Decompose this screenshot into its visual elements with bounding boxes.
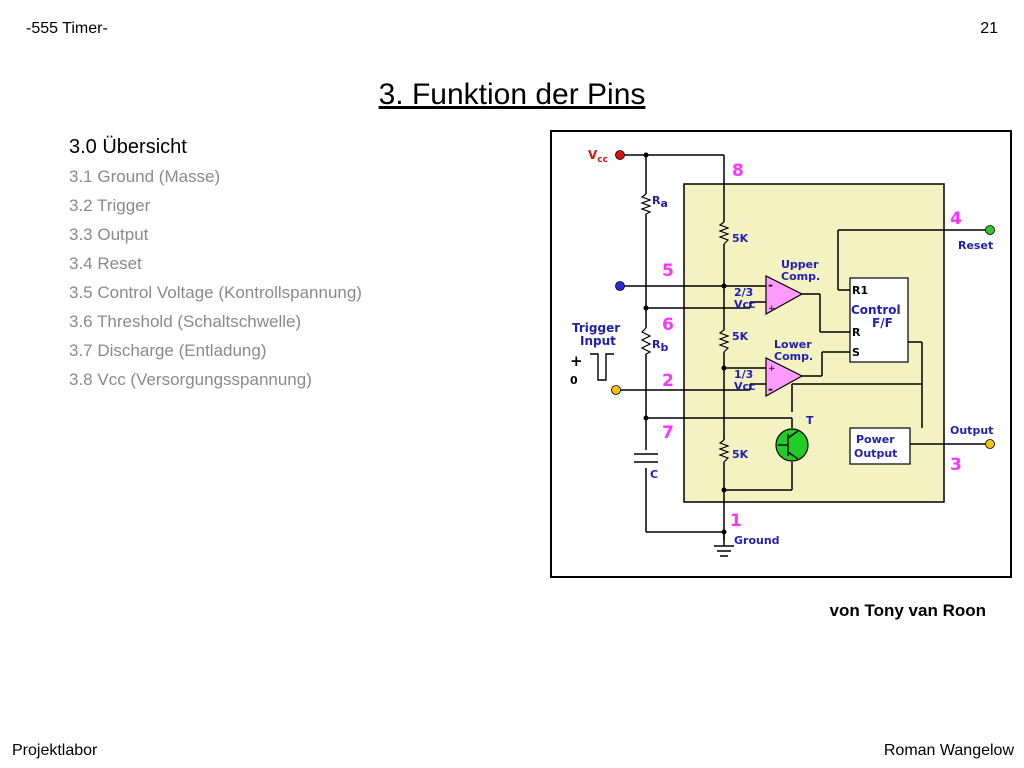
lower-comp-minus: -: [768, 382, 773, 396]
toc-item: 3.7 Discharge (Entladung): [69, 341, 267, 360]
toc-item: 3.1 Ground (Masse): [69, 167, 221, 186]
resistors: [640, 193, 730, 463]
transistor: [775, 428, 809, 462]
footer-left: Projektlabor: [12, 742, 98, 759]
trigger-label-2: Input: [580, 334, 616, 348]
flip-flop-label-1: Control: [851, 303, 901, 317]
flip-flop-s: S: [852, 346, 860, 359]
ground-label: Ground: [734, 534, 780, 547]
upper-ref-label-2: Vcc: [734, 298, 756, 311]
reset-label: Reset: [958, 239, 993, 252]
toc-item: 3.5 Control Voltage (Kontrollspannung): [69, 283, 362, 302]
toc-current-item: 3.0 Übersicht: [69, 136, 187, 158]
lower-ref-label-2: Vcc: [734, 380, 756, 393]
toc-item: 3.8 Vcc (Versorgungsspannung): [69, 370, 312, 389]
resistor-rb: [640, 327, 652, 355]
slide-header-title: -555 Timer-: [26, 20, 108, 37]
power-output-label-2: Output: [854, 447, 897, 460]
junction-dots: [643, 152, 727, 535]
resistor-5k-lower: [718, 439, 730, 463]
power-output-label-1: Power: [856, 433, 895, 446]
upper-comp-plus: +: [768, 304, 776, 314]
control-flip-flop: [849, 277, 909, 363]
output-terminal: [985, 439, 995, 449]
flip-flop-r1: R1: [852, 284, 868, 297]
resistor-5k-upper-label: 5K: [732, 232, 749, 245]
pin-7-label: 7: [662, 423, 674, 443]
trigger-pulse-icon: [590, 353, 614, 381]
reset-terminal: [985, 225, 995, 235]
pin-3-label: 3: [950, 455, 962, 475]
slide-page-number: 21: [980, 20, 998, 37]
transistor-label: T: [806, 414, 814, 427]
pin-8-label: 8: [732, 161, 744, 181]
power-output-box: [849, 427, 911, 465]
trigger-label-1: Trigger: [572, 321, 620, 335]
output-label: Output: [950, 424, 993, 437]
rb-label: Rb: [652, 338, 668, 354]
toc-item: 3.2 Trigger: [69, 196, 151, 215]
toc-item: 3.4 Reset: [69, 254, 142, 273]
footer-right: Roman Wangelow: [883, 742, 1014, 759]
timer-555-block-diagram: - + + - Vcc 8 4 5 6 2 7 3 1 Ra Rb 5K 5K …: [550, 130, 1012, 578]
toc-item: 3.3 Output: [69, 225, 149, 244]
resistor-5k-lower-label: 5K: [732, 448, 749, 461]
trigger-zero: 0: [570, 374, 578, 387]
pin-2-label: 2: [662, 371, 674, 391]
ra-label: Ra: [652, 194, 668, 210]
upper-comparator: [765, 275, 804, 316]
upper-comp-minus: -: [768, 278, 773, 292]
lower-comp-plus: +: [768, 364, 776, 374]
flip-flop-r: R: [852, 326, 861, 339]
flip-flop-label-2: F/F: [872, 316, 893, 330]
resistor-5k-middle-label: 5K: [732, 330, 749, 343]
lower-comp-label-1: Lower: [774, 338, 812, 351]
lower-ref-label-1: 1/3: [734, 368, 753, 381]
trigger-plus: +: [570, 352, 583, 370]
pin-6-label: 6: [662, 315, 674, 335]
vcc-terminal: [615, 150, 625, 160]
toc-item: 3.6 Threshold (Schaltschwelle): [69, 312, 302, 331]
upper-comp-label-1: Upper: [781, 258, 819, 271]
trigger-terminal: [611, 385, 621, 395]
upper-comp-label-2: Comp.: [781, 270, 820, 283]
pin-4-label: 4: [950, 209, 962, 229]
pin-1-label: 1: [730, 511, 742, 531]
resistor-5k-middle: [718, 329, 730, 353]
pin-5-label: 5: [662, 261, 674, 281]
control-voltage-terminal: [615, 281, 625, 291]
image-credit: von Tony van Roon: [829, 601, 986, 620]
lower-comp-label-2: Comp.: [774, 350, 813, 363]
resistor-5k-upper: [718, 221, 730, 245]
capacitor-label: C: [650, 468, 658, 481]
table-of-contents: 3.0 Übersicht 3.1 Ground (Masse) 3.2 Tri…: [69, 133, 362, 394]
resistor-ra: [640, 193, 652, 215]
lower-comparator: [765, 357, 804, 398]
upper-ref-label-1: 2/3: [734, 286, 753, 299]
slide-title: 3. Funktion der Pins: [378, 78, 646, 111]
vcc-label: Vcc: [588, 148, 608, 165]
